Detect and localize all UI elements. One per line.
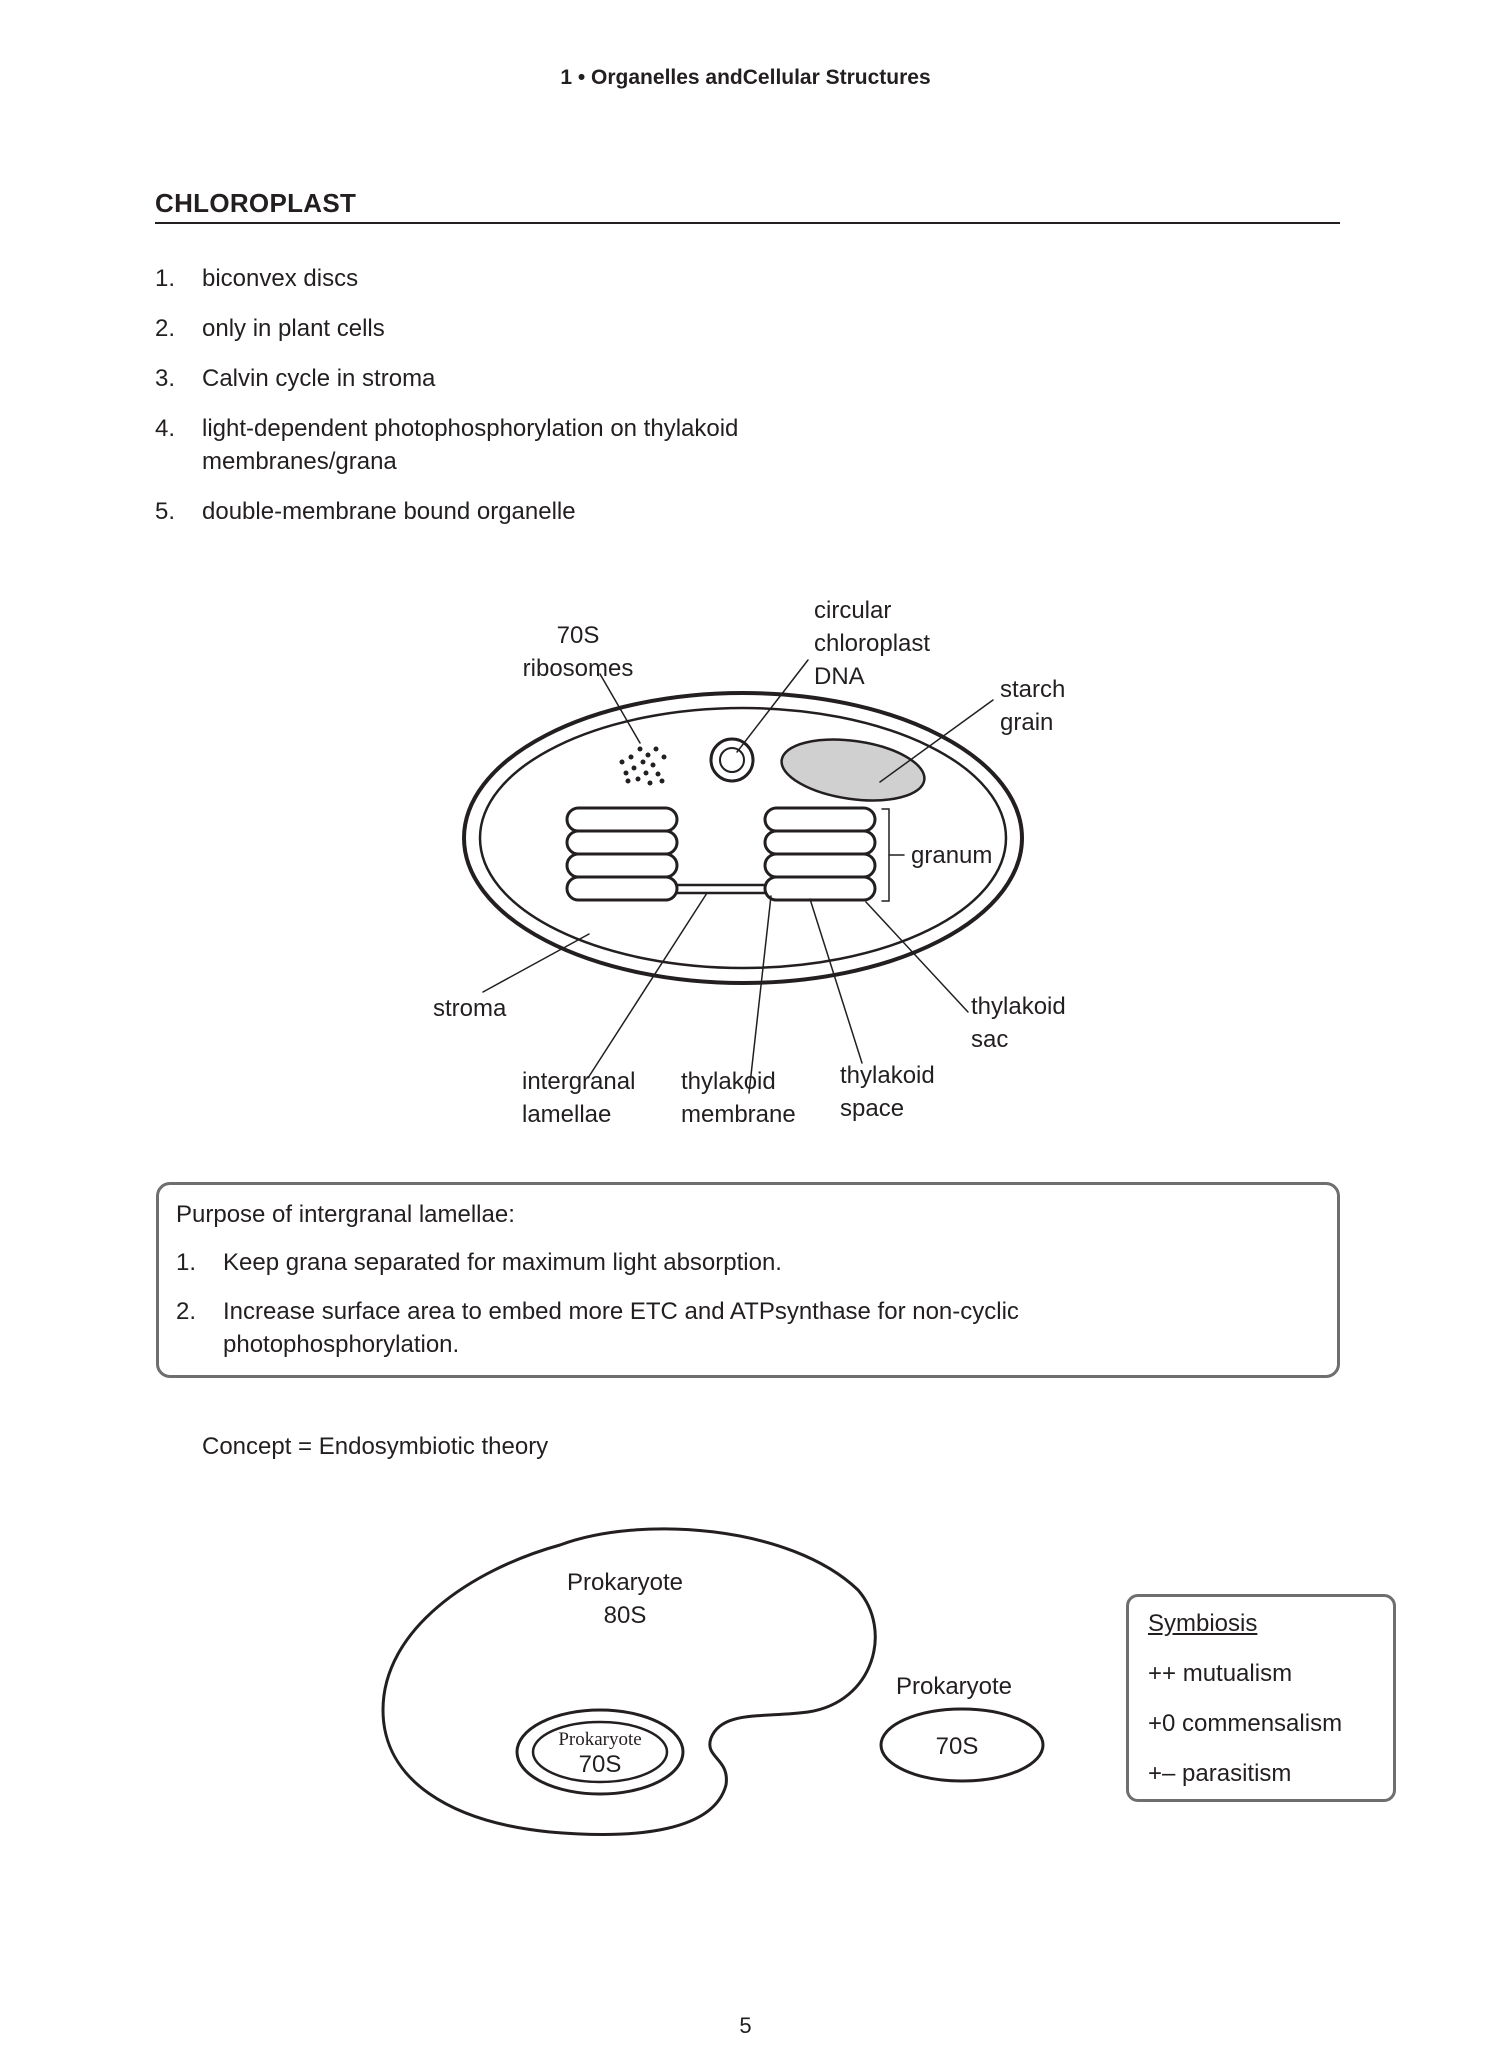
list-text: biconvex discs (202, 265, 359, 292)
label-ribosomes: ribosomes (523, 655, 634, 682)
chloroplast-diagram (462, 659, 1024, 1094)
page-number: 5 (739, 2013, 752, 2038)
label-free-ribosome: 70S (936, 1733, 979, 1760)
label-intergranal-lamellae: intergranal (522, 1068, 635, 1095)
list-text: only in plant cells (202, 315, 385, 342)
symbiosis-title: Symbiosis (1148, 1610, 1258, 1637)
chloroplast-features-list: 1. biconvex discs 2. only in plant cells 3… (155, 262, 742, 545)
label-host-ribosome: 80S (604, 1602, 647, 1629)
label-thylakoid-membrane: thylakoid (681, 1068, 776, 1095)
label-starch-grain: grain (1000, 709, 1053, 736)
list-text: light-dependent photophosphorylation on … (202, 415, 739, 475)
granum-left (565, 806, 679, 902)
chloroplast-labels: 70S ribosomes circular chloroplast DNA s… (433, 597, 1066, 1128)
purpose-title: Purpose of intergranal lamellae: (176, 1201, 515, 1228)
list-number: 3. (155, 365, 176, 392)
section-title: CHLOROPLAST (155, 188, 357, 218)
label-engulfed-prokaryote: Prokaryote (558, 1729, 641, 1750)
label-stroma: stroma (433, 995, 507, 1022)
label-thylakoid-sac: sac (971, 1026, 1008, 1053)
list-text: Increase surface area to embed more ETC … (223, 1298, 1019, 1358)
label-ribosomes: 70S (557, 622, 600, 649)
list-item: 1. biconvex discs (155, 262, 742, 295)
ribosome-dots (619, 746, 667, 786)
list-item: 4. light-dependent photophosphorylation o… (155, 412, 742, 478)
endosymbiosis-labels: Prokaryote 80S Prokaryote 70S Prokaryote… (558, 1569, 1012, 1778)
leader-lines (482, 659, 994, 1094)
intergranal-lamella (675, 883, 767, 895)
list-number: 4. (155, 415, 176, 442)
list-item: 2. Increase surface area to embed more ET… (176, 1295, 1321, 1361)
running-header: 1 • Organelles andCellular Structures (560, 66, 931, 89)
list-text: Keep grana separated for maximum light a… (223, 1249, 782, 1276)
purpose-list: 1. Keep grana separated for maximum light… (176, 1246, 1321, 1361)
symbiosis-box: Symbiosis ++ mutualism +0 commensalism +… (1126, 1594, 1396, 1802)
label-starch-grain: starch (1000, 676, 1065, 703)
endosymbiosis-diagram (381, 1527, 1045, 1837)
section-title-rule (155, 222, 1340, 224)
host-prokaryote-outline (381, 1527, 877, 1837)
engulfed-prokaryote-outer (515, 1708, 685, 1796)
label-thylakoid-sac: thylakoid (971, 993, 1066, 1020)
intergranal-purpose-box: Purpose of intergranal lamellae: 1. Keep … (156, 1182, 1340, 1378)
free-prokaryote-outline (879, 1707, 1045, 1783)
label-chloroplast-dna: circular (814, 597, 891, 624)
granum-right (763, 806, 877, 902)
engulfed-prokaryote-inner (531, 1720, 669, 1784)
label-chloroplast-dna: DNA (814, 663, 865, 690)
label-intergranal-lamellae: lamellae (522, 1101, 611, 1128)
list-number: 1. (176, 1249, 197, 1276)
starch-grain (780, 738, 926, 802)
list-number: 2. (176, 1298, 197, 1325)
list-number: 2. (155, 315, 176, 342)
list-text: Calvin cycle in stroma (202, 365, 436, 392)
label-engulfed-ribosome: 70S (579, 1751, 622, 1778)
list-item: 5. double-membrane bound organelle (155, 495, 742, 528)
list-item: 3. Calvin cycle in stroma (155, 362, 742, 395)
chloroplast-dna-inner (719, 747, 745, 773)
list-text: double-membrane bound organelle (202, 498, 576, 525)
list-number: 1. (155, 265, 176, 292)
granum-bracket (881, 808, 890, 902)
label-thylakoid-space: space (840, 1095, 904, 1122)
symbiosis-item: ++ mutualism (1148, 1660, 1293, 1687)
label-chloroplast-dna: chloroplast (814, 630, 930, 657)
label-host-prokaryote: Prokaryote (567, 1569, 683, 1596)
symbiosis-item: +– parasitism (1148, 1760, 1292, 1787)
label-granum: granum (911, 842, 992, 869)
chloroplast-dna-outer (709, 737, 755, 783)
label-free-prokaryote: Prokaryote (896, 1673, 1012, 1700)
chloroplast-outer-membrane (462, 691, 1024, 985)
label-thylakoid-space: thylakoid (840, 1062, 935, 1089)
list-item: 1. Keep grana separated for maximum light… (176, 1246, 1321, 1279)
list-number: 5. (155, 498, 176, 525)
list-item: 2. only in plant cells (155, 312, 742, 345)
symbiosis-item: +0 commensalism (1148, 1710, 1343, 1737)
concept-line: Concept = Endosymbiotic theory (202, 1433, 549, 1460)
label-thylakoid-membrane: membrane (681, 1101, 796, 1128)
chloroplast-inner-membrane (478, 706, 1008, 970)
